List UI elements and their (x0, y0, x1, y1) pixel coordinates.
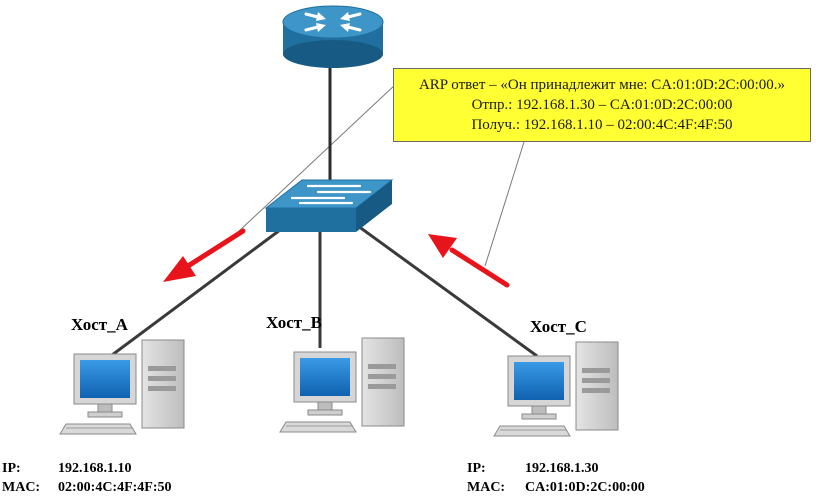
arrow-from-host-c (428, 234, 510, 288)
host-b-label: Хост_В (266, 313, 322, 332)
computer-icon-host-a (59, 339, 185, 435)
callout-pointer-right (484, 141, 525, 267)
host-a-address-info: IP: 192.168.1.10 MAC: 02:00:4C:4F:4F:50 (2, 459, 172, 497)
callout-line-2: Отпр.: 192.168.1.30 – CA:01:0D:2C:00:00 (471, 97, 733, 113)
arp-reply-callout: ARP ответ – «Он принадлежит мне: CA:01:0… (393, 68, 811, 142)
link-switch-host-c (357, 224, 538, 358)
router-icon (282, 5, 384, 68)
host-a-mac-value: 02:00:4C:4F:4F:50 (58, 480, 172, 495)
host-a-ip-value: 192.168.1.10 (58, 461, 132, 476)
host-c-address-info: IP: 192.168.1.30 MAC: CA:01:0D:2C:00:00 (467, 459, 645, 497)
host-a-label: Хост_А (71, 315, 128, 334)
computer-icon-host-c (493, 341, 619, 437)
callout-line-1: ARP ответ – «Он принадлежит мне: CA:01:0… (418, 77, 786, 93)
host-a-mac-key: MAC: (2, 480, 41, 495)
link-switch-host-a (107, 228, 281, 360)
host-c-mac-value: CA:01:0D:2C:00:00 (525, 480, 645, 495)
callout-pointer-left (237, 83, 397, 233)
callout-line-3: Получ.: 192.168.1.10 – 02:00:4C:4F:4F:50 (471, 117, 733, 133)
arrow-to-host-a (163, 228, 246, 282)
host-c-label: Хост_С (530, 317, 587, 336)
host-c-ip-key: IP: (467, 461, 486, 476)
switch-icon (264, 179, 394, 232)
host-c-ip-value: 192.168.1.30 (525, 461, 599, 476)
computer-icon-host-b (279, 337, 405, 433)
host-c-mac-key: MAC: (467, 480, 506, 495)
host-a-ip-key: IP: (2, 461, 21, 476)
